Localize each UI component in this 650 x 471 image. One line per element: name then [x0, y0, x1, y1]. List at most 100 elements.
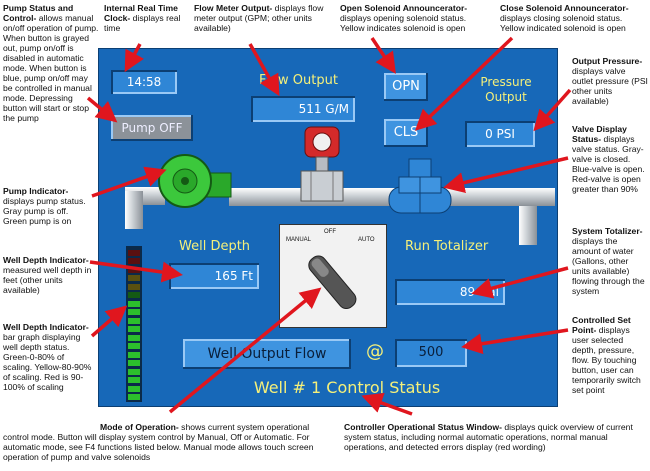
close-solenoid-button[interactable]: CLS [384, 119, 428, 147]
status-window: Well # 1 Control Status [183, 374, 511, 402]
annotation-text: shows current system operational control… [3, 422, 314, 462]
annotation-system-totalizer: System Totalizer- displays the amount of… [572, 226, 648, 296]
annotation-title: Pump Indicator- [3, 186, 69, 196]
flow-output-display: 511 G/M [251, 96, 355, 122]
flow-output-value: 511 G/M [298, 102, 349, 116]
annotation-text: displays the amount of water (Gallons, o… [572, 236, 645, 296]
pipe-right-outlet [519, 188, 555, 206]
setpoint-value: 500 [418, 345, 444, 360]
bar-graph-segment [128, 326, 140, 332]
bar-graph-segment [128, 283, 140, 290]
bar-graph-segment [128, 266, 140, 273]
annotation-text: displays opening solenoid status. Yellow… [340, 13, 467, 33]
bar-graph-segment [128, 351, 140, 358]
valve-icon [388, 158, 452, 214]
annotation-text: displays pump status. Gray pump is off. … [3, 196, 86, 226]
controlled-parameter-button[interactable]: Well Output Flow [183, 339, 351, 369]
annotation-title: Internal Real Time Clock- [104, 3, 178, 23]
annotation-text: displays closing solenoid status. Yellow… [500, 13, 626, 33]
clock-value: 14:58 [126, 75, 162, 89]
annotation-well-depth-display: Well Depth Indicator- bar graph displayi… [3, 322, 93, 392]
bar-graph-segment [128, 360, 140, 366]
well-depth-value: 165 Ft [214, 269, 253, 283]
annotation-well-depth-indicator: Well Depth Indicator- measured well dept… [3, 255, 93, 295]
mode-manual-label: MANUAL [286, 237, 312, 243]
annotation-title: Close Solenoid Announcerator- [500, 3, 629, 13]
annotation-close-solenoid: Close Solenoid Announcerator- displays c… [500, 3, 648, 33]
bar-graph-segment [128, 249, 140, 256]
mode-off-label: OFF [324, 229, 336, 235]
bar-graph-segment [128, 368, 140, 375]
annotation-text: displays user selected depth, pressure, … [572, 325, 641, 395]
run-totalizer-display: 89 Gal [395, 279, 505, 305]
annotation-valve-display: Valve Display Status- displays valve sta… [572, 124, 648, 194]
clock-display: 14:58 [111, 70, 177, 94]
well-depth-display: 165 Ft [169, 263, 259, 289]
bar-graph-segment [128, 300, 140, 307]
bar-graph-segment [128, 258, 140, 264]
annotation-text: measured well depth in feet (other units… [3, 265, 92, 295]
close-button-label: CLS [393, 125, 419, 140]
annotation-pump-indicator: Pump Indicator- displays pump status. Gr… [3, 186, 93, 226]
annotation-text: displays quick overview of current syste… [344, 422, 633, 452]
bar-graph-segment [128, 343, 140, 349]
annotation-title: Flow Meter Output- [194, 3, 273, 13]
hmi-panel: 14:58 Pump OFF Flow Output 511 G/M OPN C… [98, 48, 558, 407]
status-window-text: Well # 1 Control Status [253, 378, 441, 397]
well-depth-label: Well Depth [179, 239, 251, 254]
pressure-output-display: 0 PSI [465, 121, 535, 147]
bar-graph-segment [128, 317, 140, 324]
annotation-title: Controlled Set Point- [572, 315, 631, 335]
open-solenoid-button[interactable]: OPN [384, 73, 428, 101]
annotation-title: System Totalizer- [572, 226, 643, 236]
mode-auto-label: AUTO [358, 237, 375, 243]
bar-graph-segment [128, 385, 140, 392]
annotation-title: Valve Display Status- [572, 124, 627, 144]
pipe-main [229, 188, 519, 206]
annotation-title: Open Solenoid Announcerator- [340, 3, 468, 13]
pressure-output-value: 0 PSI [485, 127, 515, 141]
run-totalizer-value: 89 Gal [459, 285, 499, 299]
annotation-controller-status: Controller Operational Status Window- di… [344, 422, 648, 452]
annotation-set-point: Controlled Set Point- displays user sele… [572, 315, 648, 395]
annotation-title: Controller Operational Status Window- [344, 422, 502, 432]
bar-graph-segment [128, 292, 140, 298]
annotation-text: displays valve status. Gray-valve is clo… [572, 134, 645, 194]
controlled-parameter-label: Well Output Flow [207, 346, 327, 362]
flow-meter-icon [300, 126, 344, 202]
annotation-output-pressure: Output Pressure- displays valve outlet p… [572, 56, 648, 106]
bar-graph-segment [128, 275, 140, 281]
annotation-open-solenoid: Open Solenoid Announcerator- displays op… [340, 3, 490, 33]
annotation-mode-operation: Mode of Operation- shows current system … [3, 422, 325, 462]
annotation-flow-meter: Flow Meter Output- displays flow meter o… [194, 3, 340, 33]
annotation-text: displays flow meter output (GPM; other u… [194, 3, 324, 33]
annotation-text: bar graph displaying well depth status. … [3, 332, 92, 392]
annotation-title: Output Pressure- [572, 56, 643, 66]
run-totalizer-label: Run Totalizer [405, 239, 489, 254]
pump-button-label: Pump OFF [121, 121, 183, 135]
pipe-left-vertical [125, 191, 143, 229]
annotation-clock: Internal Real Time Clock- displays real … [104, 3, 186, 33]
bar-graph-segment [128, 377, 140, 383]
annotation-title: Pump Status and Control- [3, 3, 74, 23]
pressure-output-label: Pressure Output [480, 75, 532, 104]
flow-output-label: Flow Output [259, 73, 338, 88]
setpoint-display[interactable]: 500 [395, 339, 467, 367]
annotation-text: allows manual on/off operation of pump. … [3, 13, 99, 123]
pump-toggle-button[interactable]: Pump OFF [111, 115, 193, 141]
annotation-text: displays valve outlet pressure (PSI othe… [572, 66, 648, 106]
annotation-title: Well Depth Indicator- [3, 255, 89, 265]
mode-selector-switch[interactable]: OFF MANUAL AUTO [279, 224, 387, 328]
bar-graph-segment [128, 309, 140, 315]
bar-graph-segment [128, 394, 140, 400]
pump-icon [158, 154, 232, 208]
annotation-title: Well Depth Indicator- [3, 322, 89, 332]
at-symbol: @ [366, 341, 384, 362]
open-button-label: OPN [392, 79, 420, 94]
annotation-title: Mode of Operation- [100, 422, 179, 432]
annotation-text: displays real time [104, 13, 181, 33]
annotation-pump-status: Pump Status and Control- allows manual o… [3, 3, 99, 123]
well-depth-bar-graph [126, 246, 142, 402]
selector-knob-icon [308, 255, 357, 309]
bar-graph-segment [128, 334, 140, 341]
